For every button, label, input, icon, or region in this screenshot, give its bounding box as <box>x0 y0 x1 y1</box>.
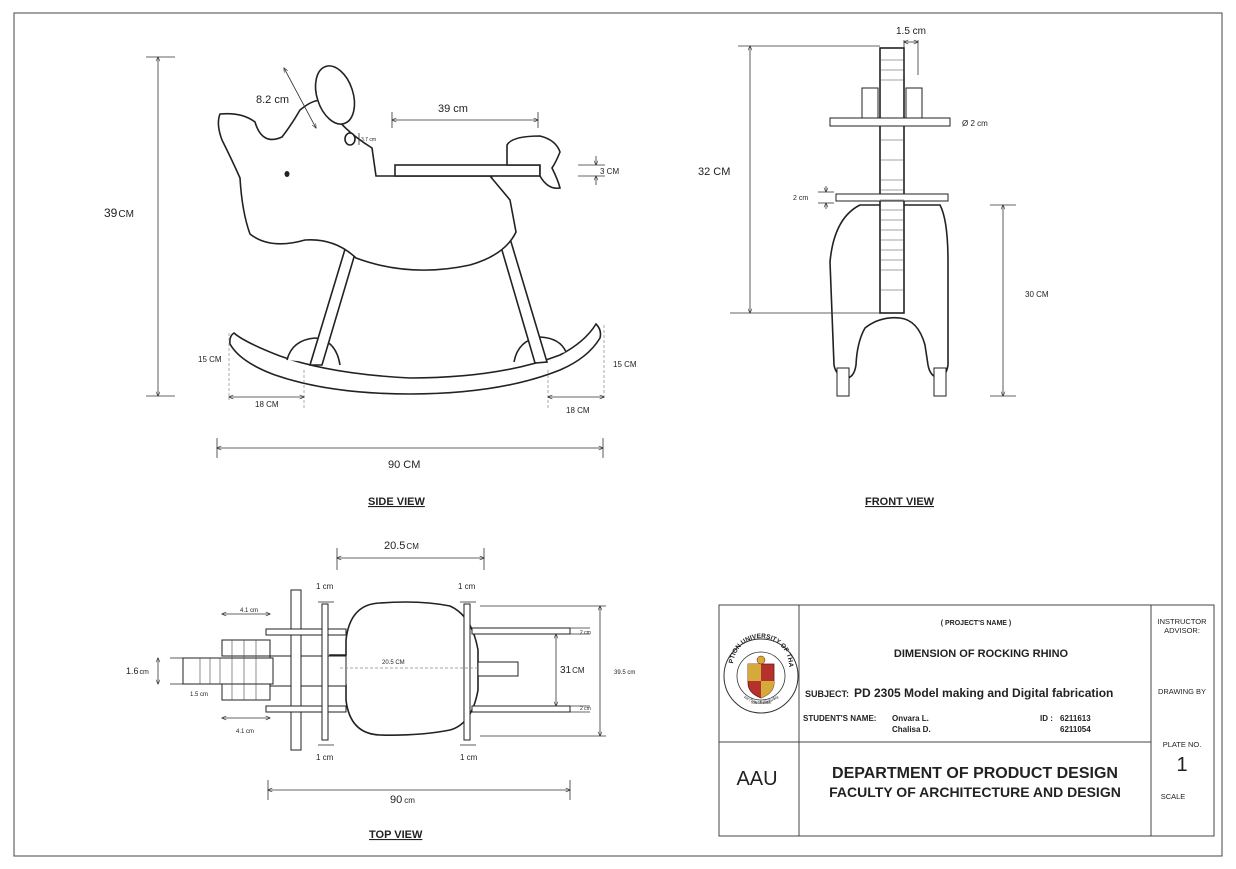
student-2: Chalisa D. <box>892 725 931 734</box>
top-c1: 1 cm <box>316 582 334 591</box>
peg-dim-label: 2 cm <box>793 195 808 202</box>
right-foot-front <box>933 367 947 397</box>
top-mid-dim: 20.5 CM <box>382 660 405 666</box>
sheet-border <box>13 12 1223 857</box>
student-label: STUDENT'S NAME: <box>803 714 876 723</box>
top-rod-right <box>463 603 471 741</box>
faculty: FACULTY OF ARCHITECTURE AND DESIGN <box>829 784 1121 800</box>
pegs <box>835 193 949 202</box>
seat-dim-label: 39 cm <box>438 103 468 115</box>
leg-height-label: 30 CM <box>1025 290 1049 299</box>
side-view-title: SIDE VIEW <box>368 496 425 508</box>
front-view: 32 CM 1.5 cm Ø 2 cm 2 cm 30 CM FRONT VIE… <box>698 26 1049 508</box>
top-head <box>182 657 274 685</box>
top-c3: 1 cm <box>316 753 334 762</box>
top-front-rocker <box>290 589 302 751</box>
instructor-label: INSTRUCTOR <box>1157 617 1207 626</box>
top-peg-right-down <box>471 705 571 713</box>
side-length-label: 90 CM <box>388 459 420 471</box>
top-peg-right-up <box>471 627 571 635</box>
top-neck <box>269 655 347 687</box>
top-seat <box>329 601 479 736</box>
project-name-label: ( PROJECT'S NAME ) <box>941 620 1012 627</box>
side-height-label: 39CM <box>104 206 134 220</box>
spine-stripes <box>880 59 904 291</box>
eye <box>284 171 290 177</box>
plate-no: 1 <box>1176 754 1187 776</box>
department: DEPARTMENT OF PRODUCT DESIGN <box>832 765 1118 782</box>
drawing-by-label: DRAWING BY <box>1158 687 1206 696</box>
ear <box>314 65 356 125</box>
seat <box>394 164 541 177</box>
front-view-title: FRONT VIEW <box>865 496 935 508</box>
seat-thick-label: 3 CM <box>600 167 619 176</box>
top-s2b: 2 cm <box>580 706 591 712</box>
eye-hole <box>344 132 356 146</box>
tail <box>506 135 561 190</box>
top-peg-left-up <box>265 628 347 636</box>
id-2: 6211054 <box>1060 725 1091 734</box>
top-tail <box>477 661 519 677</box>
handle-right <box>905 87 923 119</box>
student-1: Onvara L. <box>892 714 929 723</box>
eye-dim-label: 3.7 cm <box>361 137 376 143</box>
aau-logo: AAU <box>736 768 777 790</box>
svg-text:ASSUMPTION UNIVERSITY OF THAIL: ASSUMPTION UNIVERSITY OF THAILAND <box>0 0 794 668</box>
svg-text:SINCE 1969: SINCE 1969 <box>751 701 771 705</box>
front-height-label: 32 CM <box>698 166 730 178</box>
top-view-title: TOP VIEW <box>369 829 423 841</box>
advisor-label: ADVISOR: <box>1164 626 1200 635</box>
rod-diameter-label: Ø 2 cm <box>962 119 988 128</box>
top-handle-lower <box>221 683 271 701</box>
top-w1: 4.1 cm <box>240 608 258 614</box>
rocker <box>229 322 602 395</box>
left-foot-front <box>836 367 850 397</box>
top-handle-upper <box>221 639 271 657</box>
top-rod-left <box>321 603 329 741</box>
title-block: ASSUMPTION UNIVERSITY OF THAILAND SINCE … <box>0 0 1215 837</box>
subject-value: PD 2305 Model making and Digital fabrica… <box>854 686 1113 700</box>
handle-left <box>861 87 879 119</box>
subject-label: SUBJECT: <box>805 689 849 699</box>
top-h15: 1.5 cm <box>190 692 208 698</box>
front-top-label: 1.5 cm <box>896 26 926 37</box>
project-name: DIMENSION OF ROCKING RHINO <box>894 648 1069 660</box>
id-1: 6211613 <box>1060 714 1091 723</box>
top-seat-dim: 20.5CM <box>384 540 419 552</box>
top-w395: 39.5 cm <box>614 670 635 676</box>
top-view: 20.5CM 20.5 CM 1 cm 1 cm 1 cm 1 cm 4.1 c… <box>126 540 635 841</box>
rocker-right-width: 18 CM <box>566 406 590 415</box>
rocker-right-height: 15 CM <box>613 360 637 369</box>
rocker-left-height: 15 CM <box>198 355 222 364</box>
top-w31: 31CM <box>560 665 585 676</box>
scale-label: SCALE <box>1161 792 1186 801</box>
spine <box>879 47 905 314</box>
top-peg-left-down <box>265 705 347 713</box>
rocker-left-width: 18 CM <box>255 400 279 409</box>
top-s2a: 2 cm <box>580 630 591 636</box>
side-view: 39CM 8.2 cm 39 cm 3.7 cm 3 CM 15 CM 15 C… <box>104 57 637 508</box>
body <box>217 99 517 271</box>
top-c2: 1 cm <box>458 582 476 591</box>
rod <box>829 117 951 127</box>
plate-no-label: PLATE NO. <box>1163 740 1202 749</box>
top-c4: 1 cm <box>460 753 478 762</box>
id-label: ID : <box>1040 714 1053 723</box>
horn-dim-label: 8.2 cm <box>256 94 289 106</box>
top-h16: 1.6cm <box>126 666 149 676</box>
top-w2: 4.1 cm <box>236 729 254 735</box>
